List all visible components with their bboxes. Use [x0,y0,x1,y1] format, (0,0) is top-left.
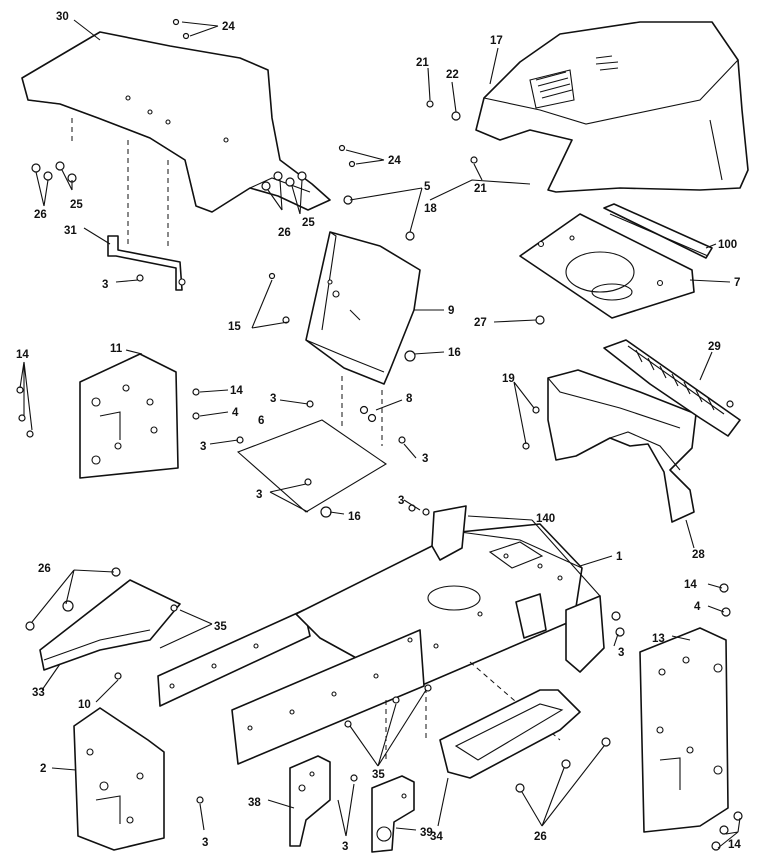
callout-29: 29 [708,341,721,353]
part-140-bracket [431,505,605,673]
callout-26: 26 [534,831,547,843]
callout-14: 14 [684,579,697,591]
callout-24: 24 [388,155,401,167]
part-17-hood [475,21,749,193]
part-9-dash-panel [305,231,421,446]
callout-3: 3 [618,647,624,659]
part-34-footrest [439,689,581,779]
callout-leader-lines [19,19,741,849]
callout-22: 22 [446,69,459,81]
callout-14: 14 [16,349,29,361]
callout-140: 140 [536,513,555,525]
callout-15: 15 [228,321,241,333]
callout-2: 2 [40,763,46,775]
callout-39: 39 [420,827,433,839]
part-30-fender-panel [21,31,331,246]
callout-35: 35 [214,621,227,633]
callout-16: 16 [348,511,361,523]
callout-4: 4 [232,407,239,419]
callout-10: 10 [78,699,91,711]
part-31-bracket [107,235,186,291]
callout-21: 21 [416,57,429,69]
callout-8: 8 [406,393,413,405]
part-11-left-side-plate [79,353,179,479]
callout-9: 9 [448,305,454,317]
callout-14: 14 [728,839,741,851]
callout-30: 30 [56,11,69,23]
callout-6: 6 [258,415,264,427]
part-6-floor-plate [236,419,388,513]
callout-38: 38 [248,797,261,809]
callout-19: 19 [502,373,515,385]
callout-26: 26 [34,209,47,221]
callout-18: 18 [424,203,437,215]
callout-21: 21 [474,183,487,195]
callout-16: 16 [448,347,461,359]
callout-3: 3 [202,837,208,849]
callout-3: 3 [256,489,262,501]
callout-5: 5 [424,181,431,193]
callout-28: 28 [692,549,705,561]
callout-25: 25 [70,199,83,211]
part-13-right-side-plate [639,627,729,833]
callout-35: 35 [372,769,385,781]
callout-3: 3 [342,841,348,853]
part-100-strip [603,203,713,259]
callout-3: 3 [270,393,276,405]
callout-1: 1 [616,551,623,563]
callout-27: 27 [474,317,487,329]
callout-3: 3 [102,279,108,291]
part-7-support-plate [519,213,695,319]
callout-14: 14 [230,385,243,397]
callout-11: 11 [110,343,123,355]
part-1-chassis-frame [157,523,583,765]
callout-4: 4 [694,601,701,613]
callout-24: 24 [222,21,235,33]
hardware-fasteners [16,18,743,851]
part-38-bracket [289,755,331,847]
callout-3: 3 [200,441,206,453]
part-33-step-plate [39,579,181,671]
callout-33: 33 [32,687,45,699]
callout-13: 13 [652,633,665,645]
callout-34: 34 [430,831,443,843]
callout-7: 7 [734,277,740,289]
callout-26: 26 [278,227,291,239]
callout-numbers: 30 24 24 26 25 26 25 31 3 17 21 22 21 18… [16,11,741,853]
callout-3: 3 [422,453,428,465]
part-2-front-plate [73,707,165,851]
callout-3: 3 [398,495,404,507]
callout-25: 25 [302,217,315,229]
part-39-bracket [371,775,415,853]
callout-17: 17 [490,35,503,47]
part-29-grille [603,339,741,437]
callout-31: 31 [64,225,77,237]
callout-26: 26 [38,563,51,575]
part-28-rear-fender [547,369,697,523]
callout-100: 100 [718,239,737,251]
